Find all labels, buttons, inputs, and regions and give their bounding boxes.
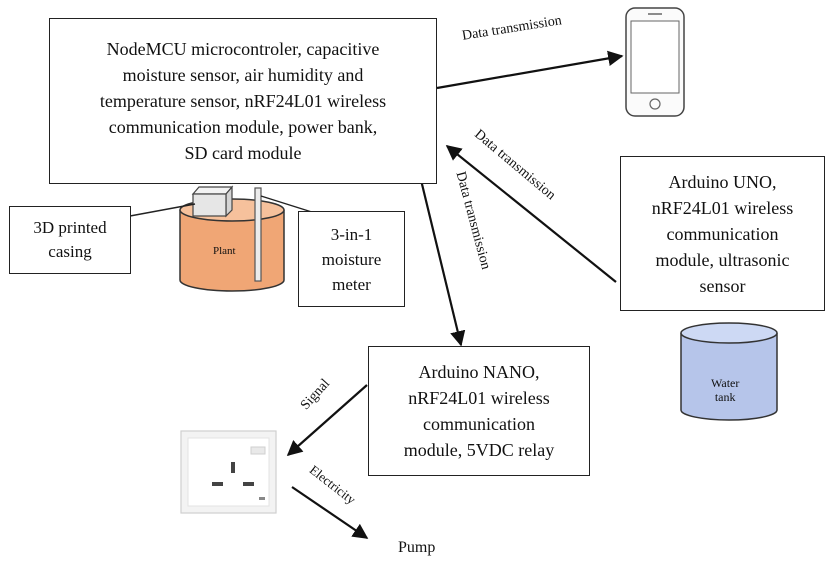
pump-label: Pump (398, 539, 436, 556)
arrow-signal (286, 384, 368, 457)
casing-box: 3D printed casing (9, 206, 131, 274)
arrow-to-phone (436, 50, 624, 90)
wall-socket-icon (180, 430, 277, 514)
smartphone-icon (625, 7, 685, 117)
water-tank-label: Water tank (711, 376, 740, 404)
plant-label: Plant (213, 245, 236, 257)
moisture-meter-box: 3-in-1 moisture meter (298, 211, 405, 307)
water-tank-icon (680, 322, 778, 421)
arduino-nano-box: Arduino NANO, nRF24L01 wireless communic… (368, 346, 590, 476)
meter-connector (260, 195, 316, 214)
arrow-from-uno (445, 145, 617, 283)
arrow-electricity (291, 486, 369, 539)
nodemcu-box: NodeMCU microcontroler, capacitive moist… (49, 18, 437, 184)
arrow-to-nano (419, 179, 466, 347)
moisture-probe-icon (254, 187, 262, 282)
arduino-uno-box: Arduino UNO, nRF24L01 wireless communica… (620, 156, 825, 311)
casing-connector (129, 203, 196, 217)
sensor-casing-icon (191, 185, 234, 218)
